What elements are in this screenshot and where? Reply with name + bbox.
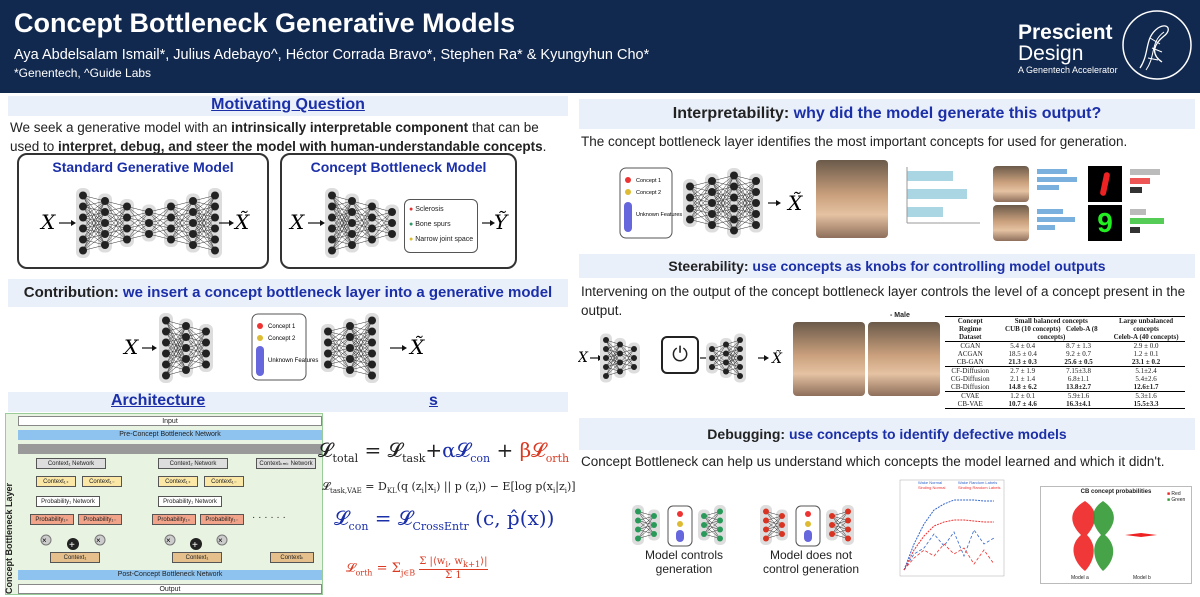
debugging-header: Debugging: use concepts to identify defe…: [579, 418, 1195, 450]
arch-context-output: Context₁: [50, 552, 100, 563]
generated-face-image: [816, 160, 888, 238]
svg-text:Unknown Features: Unknown Features: [636, 212, 682, 218]
svg-text:X̃: X̃: [786, 191, 803, 215]
steerability-header: Steerability: use concepts as knobs for …: [579, 254, 1195, 278]
contribution-header: Contribution: we insert a concept bottle…: [8, 279, 568, 307]
svg-text:+: +: [69, 540, 75, 551]
vae-loss-equation: 𝓛task,VAE = DKL(q (zi|xi) || p (zi)) − E…: [322, 480, 576, 496]
standard-generative-model-box: Standard Generative Model X X̃: [17, 153, 269, 269]
arch-input: Input: [18, 416, 322, 426]
training-curve-chart: Wake Normal Sinding Normal Wake Random L…: [899, 479, 1005, 577]
svg-text:X: X: [288, 210, 305, 234]
steered-face-before: [793, 322, 865, 396]
arch-context-network-k: Contextₖₘₖ Network: [256, 458, 316, 469]
svg-text:Ỹ: Ỹ: [494, 210, 509, 234]
svg-text:×: ×: [166, 536, 171, 545]
svg-text:Wake Normal: Wake Normal: [918, 480, 942, 485]
cb-concepts-panel: ● Sclerosis ● Bone spurs ● Narrow joint …: [404, 199, 478, 253]
brand-text: Prescient Design A Genentech Accelerator: [1018, 21, 1118, 75]
author-list: Aya Abdelsalam Ismail*, Julius Adebayo^,…: [14, 47, 650, 63]
svg-text:Sinding Random Labels: Sinding Random Labels: [958, 485, 1000, 490]
architecture-diagram: Concept Bottleneck Layer Input Pre-Conce…: [4, 413, 323, 595]
debug-good-network: [632, 505, 726, 547]
steer-image-label: - Male: [890, 312, 910, 319]
arch-combine-diagram: × × + × × +: [40, 534, 228, 551]
arch-output: Output: [18, 584, 322, 594]
svg-text:×: ×: [218, 536, 223, 545]
neural-network-diagram: X X̃: [39, 188, 250, 258]
svg-text:X: X: [39, 210, 56, 234]
contribution-diagram: X Concept 1 Concept 2 Unknown Features X̃: [122, 313, 425, 383]
steerability-text: Intervening on the output of the concept…: [581, 284, 1186, 318]
steerability-diagram: X X̃: [578, 333, 783, 383]
debugging-text: Concept Bottleneck can help us understan…: [581, 454, 1165, 469]
prescient-logo-icon: [1122, 10, 1192, 80]
orthogonality-loss-equation: 𝓛orth = Σj∈B Σ |⟨wi, wk+1⟩|Σ 1: [346, 556, 488, 581]
mnist-red-digit: [1088, 166, 1122, 202]
svg-text:Wake Random Labels: Wake Random Labels: [958, 480, 997, 485]
small-bar-charts: [1037, 169, 1077, 230]
arch-context-network-1: Context₁ Network: [36, 458, 106, 469]
svg-text:Concept 2: Concept 2: [636, 190, 661, 196]
total-loss-equation: 𝓛total = 𝓛task+α𝓛con + β𝓛orth: [318, 438, 570, 465]
debug-bad-network: [760, 505, 854, 547]
concept-importance-chart: [906, 167, 980, 224]
affiliations: *Genentech, ^Guide Labs: [14, 66, 152, 80]
interpretability-header: Interpretability: why did the model gene…: [579, 99, 1195, 129]
svg-text:×: ×: [96, 536, 101, 545]
svg-text:Concept 1: Concept 1: [268, 324, 296, 330]
svg-text:X̃: X̃: [233, 210, 250, 234]
face-image-small-1: [993, 166, 1029, 202]
debug-bad-caption: Model does not control generation: [762, 548, 860, 576]
architecture-header: Architecture s: [8, 392, 568, 412]
arch-post-network: Post-Concept Bottleneck Network: [18, 570, 322, 580]
poster-title: Concept Bottleneck Generative Models: [14, 8, 516, 38]
arch-pre-network: Pre-Concept Bottleneck Network: [18, 430, 322, 440]
svg-text:X̃: X̃: [771, 349, 783, 367]
violin-chart: CB concept probabilities ■ Red■ Green Mo…: [1040, 486, 1192, 584]
svg-text:X: X: [578, 350, 589, 366]
mnist-green-digit: 9: [1088, 205, 1122, 241]
face-image-small-2: [993, 205, 1029, 241]
svg-text:X: X: [122, 335, 139, 359]
arch-probability-network: Probability₁ Network: [36, 496, 100, 507]
motivating-text: We seek a generative model with an intri…: [10, 120, 547, 154]
poster-header: Concept Bottleneck Generative Models Aya…: [0, 0, 1200, 93]
interpretability-text: The concept bottleneck layer identifies …: [581, 134, 1128, 149]
steered-face-after: [868, 322, 940, 396]
steering-knob-icon: ⏻: [661, 336, 699, 374]
arch-context-network-2: Context₂ Network: [158, 458, 228, 469]
svg-text:Unknown Features: Unknown Features: [268, 358, 318, 364]
digit-bar-charts: [1130, 169, 1164, 233]
standard-model-title: Standard Generative Model: [52, 159, 234, 175]
cb-model-title: Concept Bottleneck Model: [310, 159, 487, 175]
concept-loss-equation: 𝓛con = 𝓛CrossEntr (c, p̂(x)): [334, 506, 555, 533]
svg-text:+: +: [192, 540, 198, 551]
svg-text:×: ×: [42, 536, 47, 545]
svg-text:Concept 2: Concept 2: [268, 336, 296, 342]
debug-good-caption: Model controls generation: [644, 548, 724, 576]
svg-text:Concept 1: Concept 1: [636, 178, 661, 184]
svg-text:X̃: X̃: [408, 335, 425, 359]
svg-text:Sinding Normal: Sinding Normal: [918, 485, 945, 490]
motivating-question-header: Motivating Question: [8, 96, 568, 116]
interpretability-diagram: Concept 1 Concept 2 Unknown Features X̃: [619, 167, 803, 239]
